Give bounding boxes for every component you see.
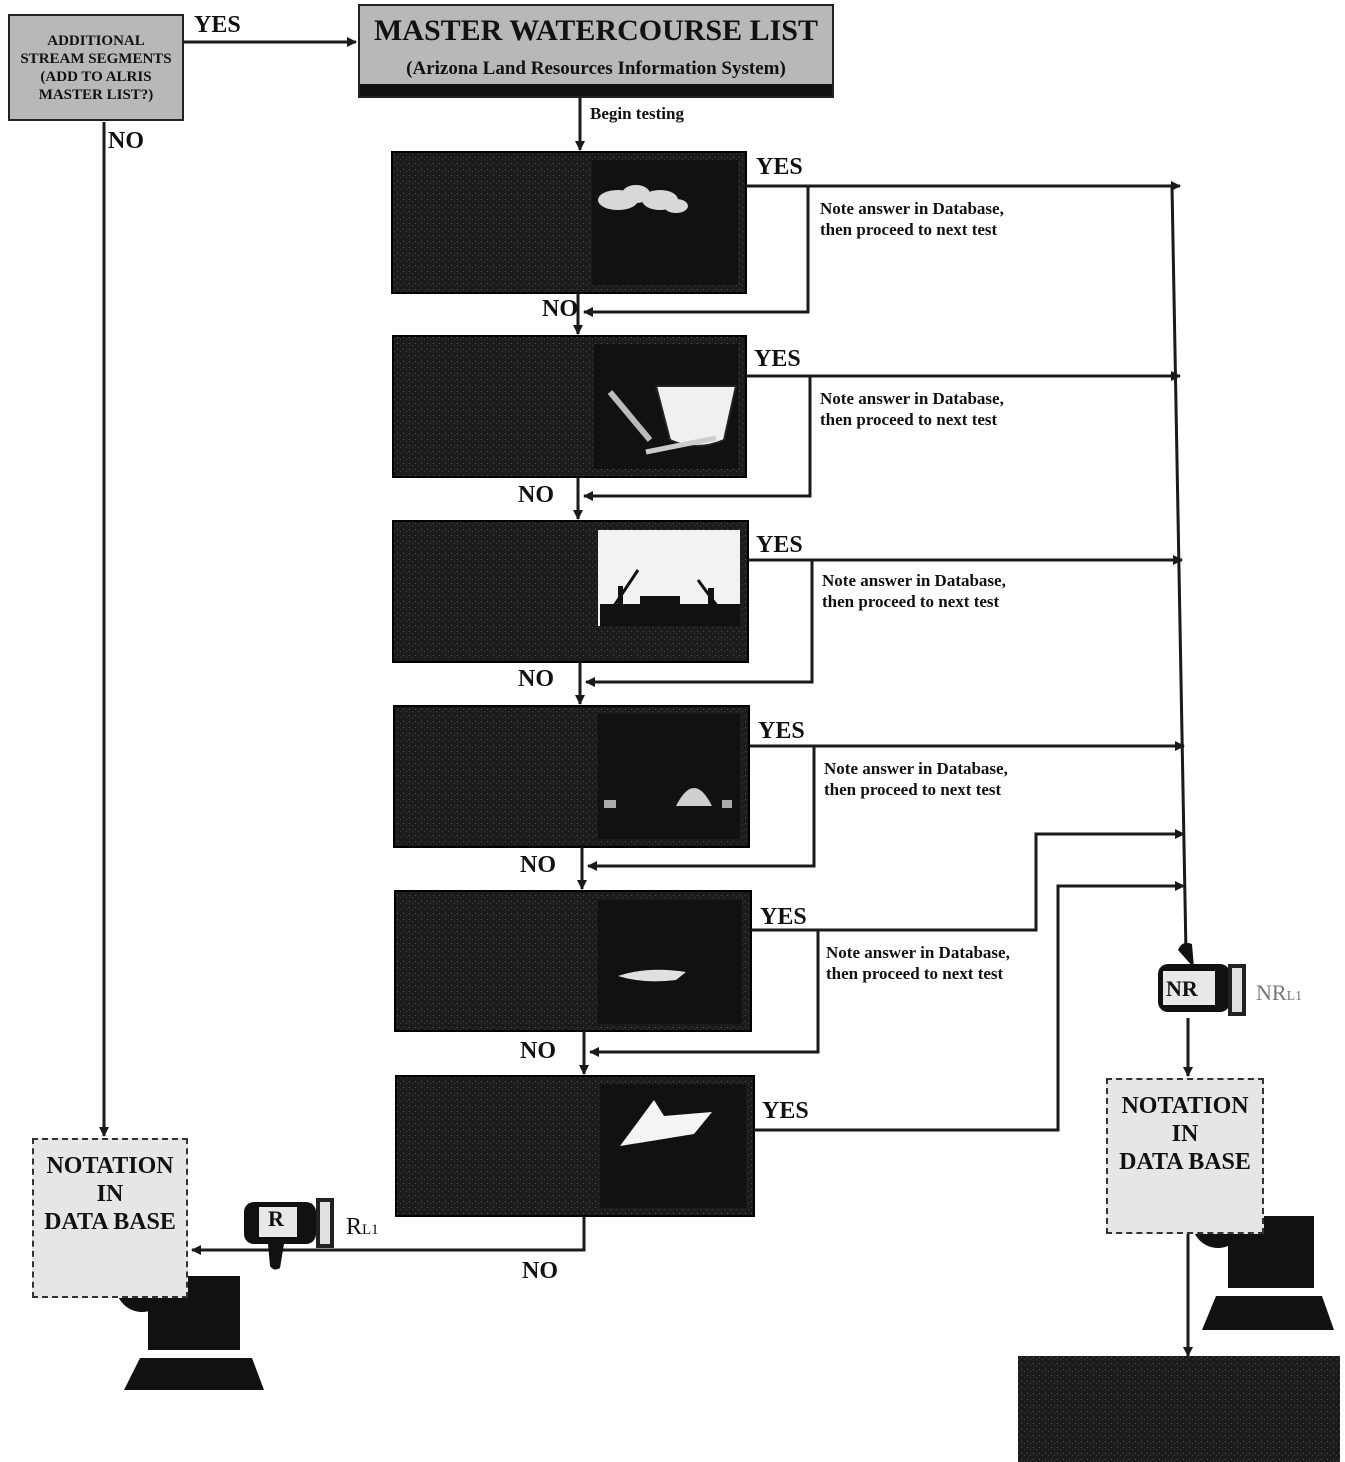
test-box-5-panel <box>598 900 742 1024</box>
nr-l1-label: NRL1 <box>1256 980 1302 1006</box>
additional-line-4: MASTER LIST?) <box>38 86 154 103</box>
r-l1-sub: L1 <box>362 1222 379 1238</box>
master-title: MASTER WATERCOURSE LIST <box>373 14 818 47</box>
r-l1-main: R <box>346 1214 363 1240</box>
yes-label-2: YES <box>754 346 801 372</box>
bottom-right-block <box>1018 1356 1340 1462</box>
test-box-1-panel <box>592 160 738 285</box>
thumb-down-icon <box>244 1198 334 1270</box>
left-notation-box: NOTATION IN DATA BASE <box>32 1138 188 1298</box>
left-notation-line-2: IN <box>96 1181 124 1207</box>
nr-l1-main: NR <box>1256 980 1287 1005</box>
test-box-6-panel <box>600 1084 746 1208</box>
no-label-1: NO <box>542 296 578 322</box>
yes-label-1: YES <box>756 154 803 180</box>
yes-label-3: YES <box>756 532 803 558</box>
additional-line-2: STREAM SEGMENTS <box>20 50 172 67</box>
no-label-6: NO <box>522 1258 558 1284</box>
yes-label-4: YES <box>758 718 805 744</box>
note-3: Note answer in Database, then proceed to… <box>822 571 1006 611</box>
left-notation-line-3: DATA BASE <box>44 1209 176 1235</box>
additional-line-1: ADDITIONAL <box>47 32 145 49</box>
right-notation-line-3: DATA BASE <box>1119 1149 1251 1175</box>
no-label-top-left: NO <box>108 128 144 154</box>
bucket-icon <box>607 385 738 455</box>
right-notation-line-2: IN <box>1171 1121 1199 1147</box>
connectors <box>99 37 1193 1357</box>
left-notation-line-1: NOTATION <box>46 1153 174 1179</box>
note-2: Note answer in Database, then proceed to… <box>820 389 1004 429</box>
yes-label-5: YES <box>760 904 807 930</box>
thumb-up-icon <box>1158 942 1246 1016</box>
additional-segments-box: ADDITIONAL STREAM SEGMENTS (ADD TO ALRIS… <box>8 14 184 121</box>
note-4: Note answer in Database, then proceed to… <box>824 759 1008 799</box>
no-label-2: NO <box>518 482 554 508</box>
right-notation-line-1: NOTATION <box>1121 1093 1249 1119</box>
fish-icon <box>618 969 686 982</box>
yes-label-6: YES <box>762 1098 809 1124</box>
r-l1-label: RL1 <box>346 1214 379 1241</box>
test-box-4-panel <box>598 714 740 839</box>
no-label-5: NO <box>520 1038 556 1064</box>
no-label-4: NO <box>520 852 556 878</box>
boat-people-icon <box>600 569 740 626</box>
note-1: Note answer in Database, then proceed to… <box>820 199 1004 239</box>
additional-line-3: (ADD TO ALRIS <box>40 68 152 85</box>
yes-label-top: YES <box>194 12 241 38</box>
right-notation-box: NOTATION IN DATA BASE <box>1106 1078 1264 1234</box>
nr-l1-sub: L1 <box>1286 989 1303 1004</box>
clouds-icon <box>598 185 688 213</box>
thumb-up-badge: NR <box>1166 976 1198 1001</box>
mound-icon <box>604 788 732 808</box>
boat-icon <box>620 1100 712 1146</box>
master-subtitle: (Arizona Land Resources Information Syst… <box>406 58 786 79</box>
master-bottom-bar <box>360 84 832 96</box>
note-5: Note answer in Database, then proceed to… <box>826 943 1010 983</box>
master-watercourse-box: MASTER WATERCOURSE LIST (Arizona Land Re… <box>358 4 834 98</box>
no-label-3: NO <box>518 666 554 692</box>
thumb-down-badge: R <box>268 1206 284 1231</box>
test-boxes <box>391 151 755 1217</box>
begin-testing-label: Begin testing <box>590 104 684 123</box>
